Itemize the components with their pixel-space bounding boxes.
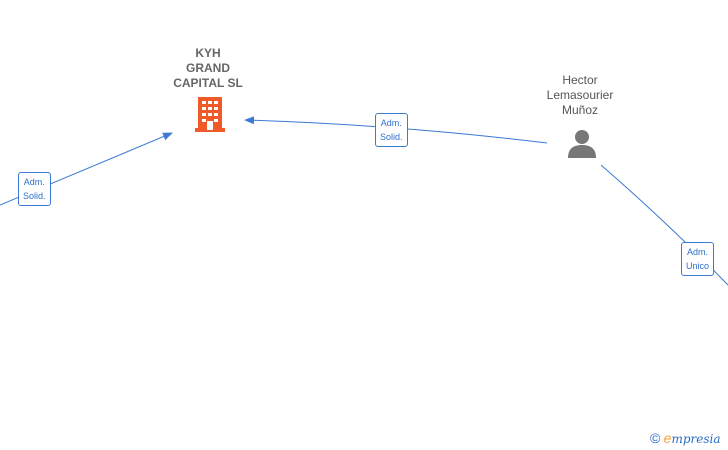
edge-label-line: Unico [686,261,710,271]
company-name[interactable]: KYH GRAND CAPITAL SL [158,46,258,91]
edge-label-line: Adm. [23,177,45,187]
company-name-line: GRAND [186,61,230,75]
copyright-symbol: © [650,430,661,446]
person-name-line: Lemasourier [546,88,614,102]
building-icon[interactable] [195,97,225,137]
person-name-line: Hector [562,73,598,87]
company-name-line: KYH [195,46,221,60]
brand-name: mpresia [671,432,721,446]
edge-label-line: Adm. [687,247,709,257]
brand-watermark: © empresia [650,430,721,446]
edge-label-person-company[interactable]: Adm. Solid. [375,113,408,147]
person-name[interactable]: Hector Lemasourier Muñoz [530,73,630,118]
edge-label-line: Solid. [380,132,403,142]
edge-label-line: Solid. [23,191,46,201]
edge-person-to-right [600,164,728,286]
edge-label-left[interactable]: Adm. Solid. [18,172,51,206]
company-name-line: CAPITAL SL [173,76,243,90]
person-name-line: Muñoz [561,103,599,117]
edge-label-line: Adm. [380,118,402,128]
brand-initial: e [663,430,672,446]
edge-label-person-right[interactable]: Adm. Unico [681,242,715,276]
person-icon[interactable] [566,128,598,165]
